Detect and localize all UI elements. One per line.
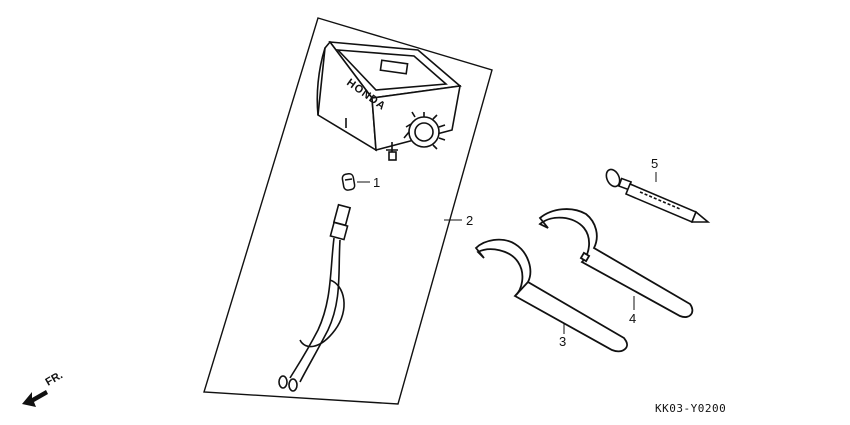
callout-3: 3 — [559, 334, 566, 349]
adjust-knob — [403, 111, 446, 150]
front-direction-arrow: FR. — [22, 369, 65, 407]
callout-4: 4 — [629, 311, 636, 326]
callout-5: 5 — [651, 156, 658, 171]
cable-harness — [278, 203, 352, 392]
spanner-wrench-3 — [474, 238, 628, 353]
callout-2: 2 — [466, 213, 473, 228]
spanner-wrench-4 — [538, 208, 694, 318]
screwdriver-5 — [605, 168, 711, 224]
bulb-pin-part — [341, 172, 356, 191]
callout-1: 1 — [373, 175, 380, 190]
assembly-group-outline — [203, 17, 493, 405]
direction-label: FR. — [44, 369, 65, 388]
meter-unit: HONDA — [316, 40, 462, 161]
drawing-code: KK03-Y0200 — [655, 402, 727, 415]
